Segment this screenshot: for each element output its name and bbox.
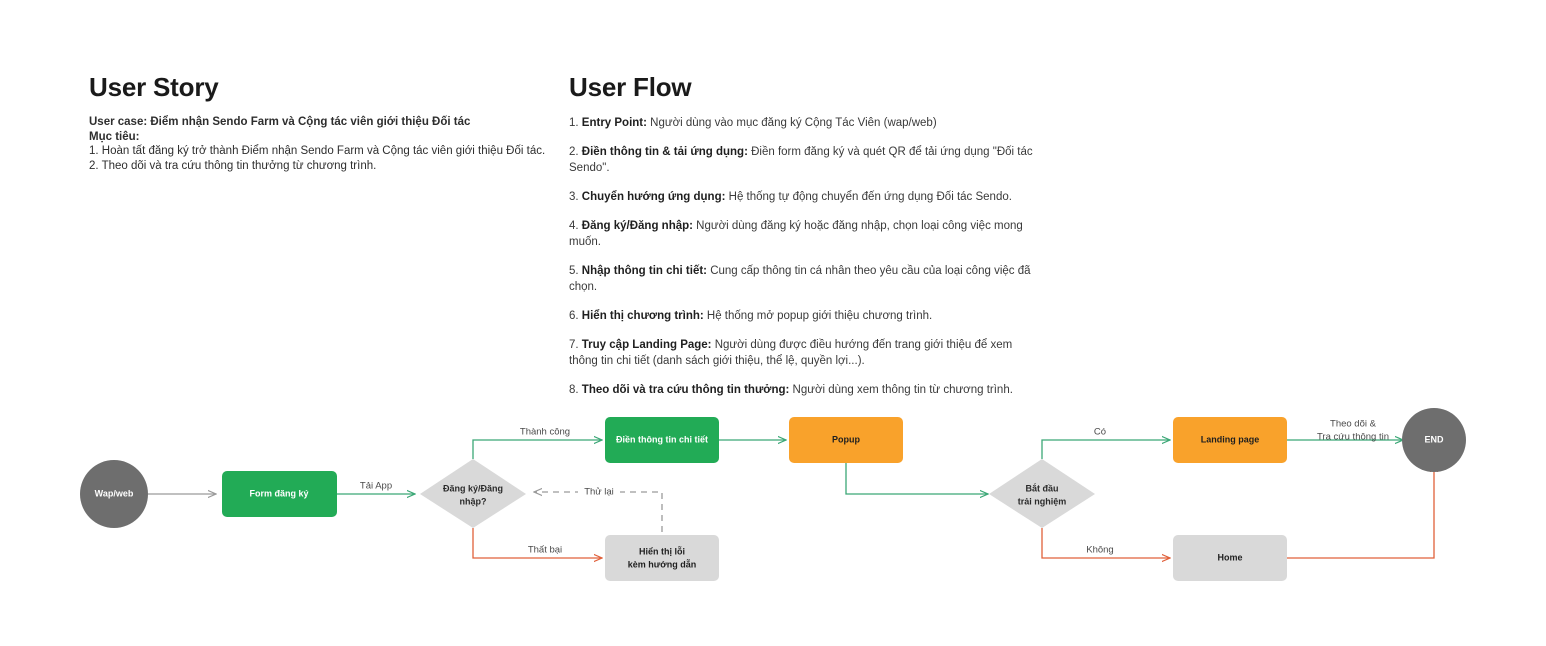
node-decision1-label-line1: Đăng ký/Đăng — [443, 483, 503, 493]
node-form-dang-ky[interactable]: Form đăng ký — [222, 471, 337, 517]
step-rest: Điền form đăng ký và quét QR để tải ứng … — [569, 146, 1033, 174]
edge-label-co: Có — [1094, 427, 1106, 438]
node-decision2-label-line1: Bắt đầu — [1025, 482, 1058, 493]
step-rest: Người dùng xem thông tin từ chương trình… — [789, 384, 1013, 396]
node-start[interactable]: Wap/web — [80, 460, 148, 528]
user-flow-step-3: 3. Chuyển hướng ứng dụng: Hệ thống tự độ… — [569, 189, 1039, 205]
node-end-label: END — [1424, 434, 1444, 444]
edge-retry-dashed — [534, 492, 663, 532]
step-lead: Hiển thị chương trình: — [581, 310, 704, 322]
user-story-line-3: 2. Theo dõi và tra cứu thông tin thưởng … — [89, 159, 377, 172]
node-landing-label: Landing page — [1201, 434, 1260, 444]
user-story-line-2: 1. Hoàn tất đăng ký trở thành Điểm nhận … — [89, 145, 546, 157]
step-number: 2. — [569, 146, 579, 158]
step-number: 1. — [569, 117, 579, 129]
edge-decision2-no — [1041, 528, 1170, 558]
node-hien-thi-loi[interactable]: Hiển thị lỗi kèm hướng dẫn — [605, 535, 719, 581]
edge-label-khong: Không — [1086, 545, 1113, 556]
step-lead: Entry Point: — [581, 117, 647, 129]
edge-popup-to-decision2 — [845, 463, 988, 494]
edge-label-that-bai: Thất bại — [528, 545, 562, 556]
node-landing-page[interactable]: Landing page — [1173, 417, 1287, 463]
node-home[interactable]: Home — [1173, 535, 1287, 581]
step-lead: Chuyển hướng ứng dụng: — [581, 191, 726, 203]
step-lead: Nhập thông tin chi tiết: — [581, 265, 707, 277]
user-story-section: User Story User case: Điểm nhận Sendo Fa… — [89, 72, 549, 173]
step-lead: Theo dõi và tra cứu thông tin thưởng: — [581, 384, 790, 396]
node-home-label: Home — [1217, 552, 1242, 562]
node-decision-bat-dau-trai-nghiem[interactable]: Bắt đầu trải nghiệm — [989, 459, 1095, 528]
user-story-line-0: User case: Điểm nhận Sendo Farm và Cộng … — [89, 116, 471, 128]
node-end[interactable]: END — [1402, 408, 1466, 472]
user-flow-step-6: 6. Hiển thị chương trình: Hệ thống mở po… — [569, 308, 1039, 324]
user-flow-step-1: 1. Entry Point: Người dùng vào mục đăng … — [569, 115, 1039, 131]
user-flow-step-5: 5. Nhập thông tin chi tiết: Cung cấp thô… — [569, 263, 1039, 295]
node-form-label: Form đăng ký — [249, 488, 308, 498]
step-rest: Cung cấp thông tin cá nhân theo yêu cầu … — [569, 265, 1031, 293]
step-number: 5. — [569, 265, 579, 277]
node-decision1-label-line2: nhập? — [460, 496, 487, 506]
node-popup[interactable]: Popup — [789, 417, 903, 463]
user-flow-diagram: Tải App Thành công Thất bại Thử lại Thử … — [0, 380, 1546, 620]
step-number: 3. — [569, 191, 579, 203]
step-rest: Hệ thống mở popup giới thiệu chương trìn… — [703, 310, 933, 322]
edge-label-theo-doi-line2: Tra cứu thông tin — [1317, 432, 1389, 443]
edge-decision1-fail — [472, 528, 602, 558]
user-story-line-1: Mục tiêu: — [89, 130, 140, 143]
node-popup-label: Popup — [832, 434, 860, 444]
edge-label-thu-lai-text: Thử lại — [584, 487, 614, 498]
node-details-label: Điền thông tin chi tiết — [616, 434, 708, 444]
node-dien-thong-tin-chi-tiet[interactable]: Điền thông tin chi tiết — [605, 417, 719, 463]
edge-label-thanh-cong: Thành công — [520, 427, 570, 438]
edge-home-to-end — [1287, 464, 1434, 559]
step-lead: Đăng ký/Đăng nhập: — [581, 220, 693, 232]
edge-label-theo-doi-line1: Theo dõi & — [1330, 419, 1377, 430]
step-rest: Người dùng vào mục đăng ký Cộng Tác Viên… — [646, 117, 937, 129]
user-story-title: User Story — [89, 72, 219, 102]
step-number: 4. — [569, 220, 579, 232]
user-flow-step-7: 7. Truy cập Landing Page: Người dùng đượ… — [569, 337, 1039, 369]
user-flow-step-4: 4. Đăng ký/Đăng nhập: Người dùng đăng ký… — [569, 218, 1039, 250]
step-lead: Truy cập Landing Page: — [581, 339, 712, 351]
step-number: 7. — [569, 339, 579, 351]
node-error-label-line2: kèm hướng dẫn — [628, 559, 696, 569]
node-decision-dang-ky-dang-nhap[interactable]: Đăng ký/Đăng nhập? — [420, 459, 526, 528]
node-decision2-label-line2: trải nghiệm — [1018, 496, 1067, 506]
user-flow-step-2: 2. Điền thông tin & tải ứng dụng: Điền f… — [569, 144, 1039, 176]
user-flow-step-8: 8. Theo dõi và tra cứu thông tin thưởng:… — [569, 382, 1039, 398]
step-rest: Người dùng đăng ký hoặc đăng nhập, chọn … — [569, 220, 1023, 248]
edge-decision1-success — [472, 440, 602, 459]
edge-decision2-yes — [1041, 440, 1170, 459]
node-start-label: Wap/web — [95, 488, 134, 498]
user-flow-section: User Flow 1. Entry Point: Người dùng vào… — [569, 72, 1039, 411]
user-flow-title: User Flow — [569, 72, 692, 102]
edge-label-tai-app: Tải App — [360, 481, 392, 492]
node-error-label-line1: Hiển thị lỗi — [639, 546, 685, 556]
step-rest: Hệ thống tự động chuyển đến ứng dụng Đối… — [725, 191, 1012, 203]
step-number: 8. — [569, 384, 579, 396]
step-rest: Người dùng được điều hướng đến trang giớ… — [569, 339, 1013, 367]
step-number: 6. — [569, 310, 579, 322]
step-lead: Điền thông tin & tải ứng dụng: — [581, 146, 748, 158]
